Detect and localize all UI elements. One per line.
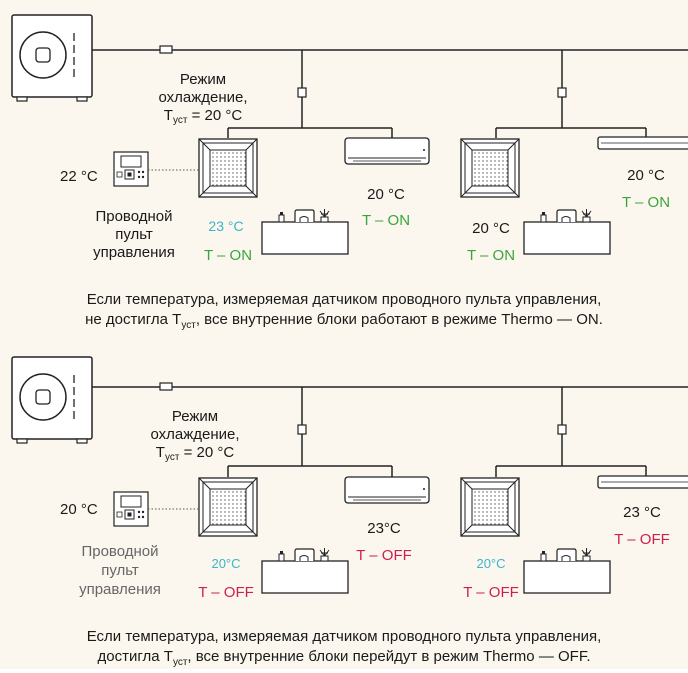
mode-label-1: Режим xyxy=(180,71,226,88)
cassette-2-state: T – ON xyxy=(467,247,515,264)
mode-setpoint: Tуст = 20 °C xyxy=(164,107,243,126)
wired-remote-top xyxy=(113,151,149,187)
remote-temperature: 22 °C xyxy=(60,168,98,185)
wall-2-temp: 23 °C xyxy=(623,504,661,521)
caption-top: Если температура, измеряемая датчиком пр… xyxy=(0,290,688,336)
remote-temperature: 20 °C xyxy=(60,501,98,518)
caption-bottom: Если температура, измеряемая датчиком пр… xyxy=(0,627,688,673)
wall-unit-2-bottom xyxy=(597,475,688,489)
mode-label-2: охлаждение, xyxy=(158,89,247,106)
cassette-unit-1-top xyxy=(198,138,258,198)
wall-unit-1-top xyxy=(344,137,430,165)
wall-1-state: T – OFF xyxy=(356,547,412,564)
cassette-1-temp: 20°C xyxy=(211,556,240,571)
wired-remote-bottom xyxy=(113,491,149,527)
pipe-joint xyxy=(159,45,173,54)
pipe-joint xyxy=(297,424,307,435)
remote-label-3: управления xyxy=(79,581,161,598)
cassette-1-state: T – ON xyxy=(204,247,252,264)
bottom-panel: Режим охлаждение, Tуст = 20 °C 20 °C Про… xyxy=(11,356,688,601)
cassette-2-state: T – OFF xyxy=(463,584,519,601)
cassette-2-temp: 20°C xyxy=(476,556,505,571)
pipe-joint xyxy=(557,424,567,435)
wall-1-state: T – ON xyxy=(362,212,410,229)
table-1-bottom xyxy=(261,547,349,594)
remote-label-2: пульт xyxy=(101,562,139,579)
remote-label-1: Проводной xyxy=(81,543,158,560)
mode-setpoint: Tуст = 20 °C xyxy=(156,444,235,463)
caption-bottom-line-1: Если температура, измеряемая датчиком пр… xyxy=(86,628,602,645)
caption-top-line-1: Если температура, измеряемая датчиком пр… xyxy=(86,291,602,308)
wall-2-state: T – OFF xyxy=(614,531,670,548)
wall-1-temp: 20 °C xyxy=(367,186,405,203)
remote-label-1: Проводной xyxy=(95,208,172,225)
wall-2-state: T – ON xyxy=(622,194,670,211)
remote-label-3: управления xyxy=(93,244,175,261)
wall-2-temp: 20 °C xyxy=(627,167,665,184)
wall-unit-1-bottom xyxy=(344,476,430,504)
pipe-joint xyxy=(557,87,567,98)
cassette-unit-2-bottom xyxy=(460,477,520,537)
pipe-joint xyxy=(297,87,307,98)
cassette-1-state: T – OFF xyxy=(198,584,254,601)
remote-label-2: пульт xyxy=(115,226,153,243)
mode-label-1: Режим xyxy=(172,408,218,425)
cassette-2-temp: 20 °C xyxy=(472,220,510,237)
table-2-bottom xyxy=(523,547,611,594)
table-2-top xyxy=(523,208,611,255)
caption-bottom-line-2: достигла Tуст, все внутренние блоки пере… xyxy=(97,648,591,668)
caption-top-line-2: не достигла Tуст, все внутренние блоки р… xyxy=(85,311,603,331)
wall-1-temp: 23°C xyxy=(367,520,401,537)
cassette-unit-1-bottom xyxy=(198,477,258,537)
top-panel: Режим охлаждение, Tуст = 20 °C 22 °C Про… xyxy=(11,14,688,264)
cassette-unit-2-top xyxy=(460,138,520,198)
outdoor-unit-top xyxy=(11,14,93,102)
wall-unit-2-top xyxy=(597,136,688,150)
cassette-1-temp: 23 °C xyxy=(208,218,243,234)
mode-label-2: охлаждение, xyxy=(150,426,239,443)
pipe-joint xyxy=(159,382,173,391)
outdoor-unit-bottom xyxy=(11,356,93,444)
table-1-top xyxy=(261,208,349,255)
